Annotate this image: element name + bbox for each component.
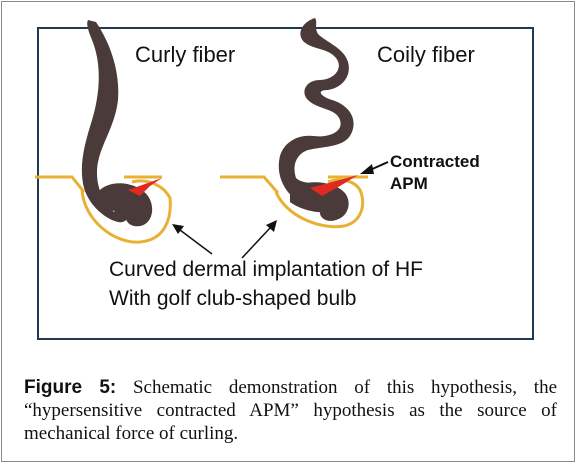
arrow-to-right-follicle [241, 220, 277, 259]
skin-surface-right [220, 175, 368, 194]
contracted-apm-label: Contracted APM [390, 151, 480, 195]
coily-fiber-label: Coily fiber [377, 42, 475, 67]
apm-label-line-1: Contracted [390, 152, 480, 171]
hair-follicle-diagram [35, 18, 389, 259]
skin-surface-left [35, 175, 162, 193]
arrow-to-apm [360, 161, 389, 174]
diagram-panel [37, 27, 534, 340]
follicle-outline-curly [80, 179, 172, 244]
caption-text: Schematic demonstration of this hypothes… [24, 377, 558, 444]
hf-description-line-2: With golf club-shaped bulb [109, 287, 357, 310]
hf-description-line-1: Curved dermal implantation of HF [109, 258, 423, 281]
apm-muscle-left [128, 178, 162, 196]
figure-caption: Figure 5: Schematic demonstration of thi… [24, 376, 557, 445]
apm-label-line-2: APM [390, 174, 428, 193]
apm-muscle-right [310, 175, 358, 196]
caption-label: Figure 5: [24, 377, 117, 398]
coily-fiber-shaft [278, 18, 354, 198]
curly-fiber-shaft [81, 20, 130, 223]
arrow-to-left-follicle [172, 224, 213, 255]
curly-fiber-label: Curly fiber [135, 42, 236, 67]
coily-fiber-bulb [290, 182, 349, 221]
